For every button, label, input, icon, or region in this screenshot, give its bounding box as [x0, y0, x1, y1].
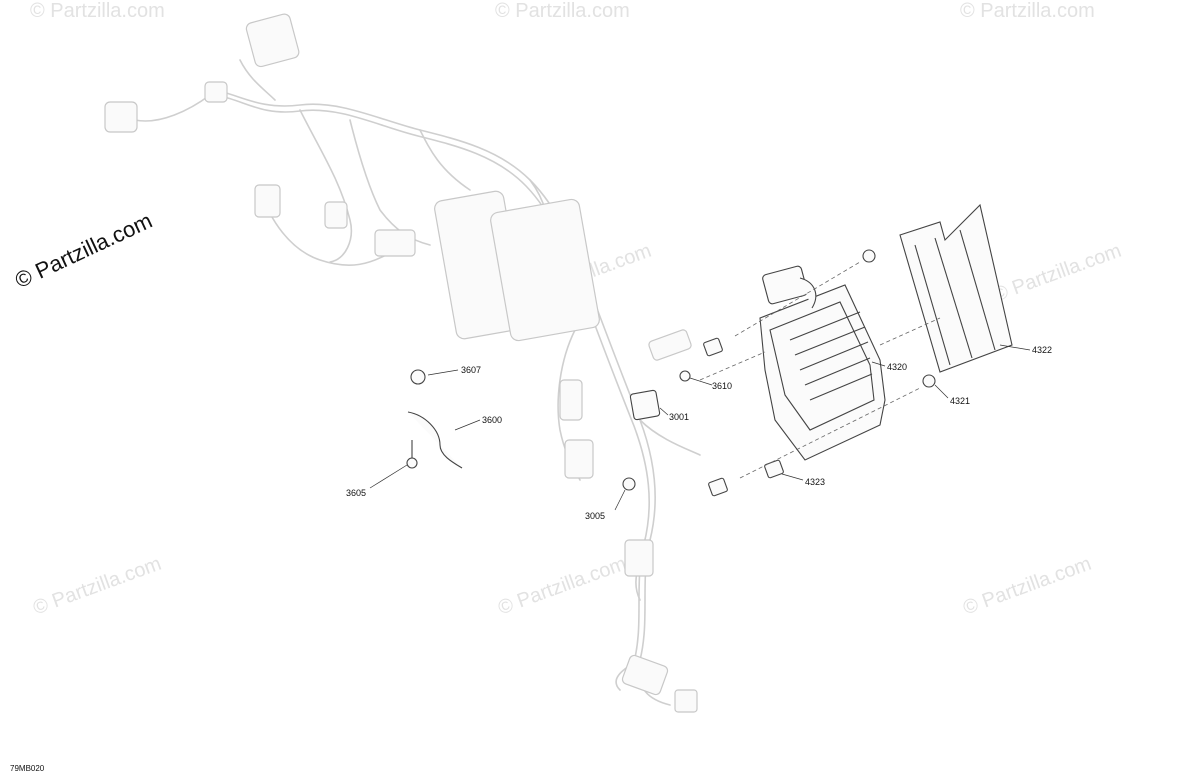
callout-3600: 3600 — [482, 415, 503, 425]
watermark: © Partzilla.com — [495, 0, 630, 22]
callout-3610: 3610 — [712, 381, 733, 391]
diagram-id: 79MB020 — [10, 764, 45, 773]
callout-4321: 4321 — [950, 396, 971, 406]
callout-3605: 3605 — [346, 488, 367, 498]
callout-3005: 3005 — [585, 511, 606, 521]
callout-4323: 4323 — [805, 477, 826, 487]
fasteners — [406, 249, 936, 497]
callout-4322: 4322 — [1032, 345, 1053, 355]
watermark: © Partzilla.com — [960, 0, 1095, 22]
watermark: © Partzilla.com — [30, 0, 165, 22]
voltage-regulator — [759, 284, 886, 461]
assembly-lines — [699, 261, 941, 479]
harness-connectors — [104, 13, 698, 713]
leader-lines — [369, 344, 1031, 511]
callout-3001: 3001 — [669, 412, 690, 422]
callout-3607: 3607 — [461, 365, 482, 375]
callout-4320: 4320 — [887, 362, 908, 372]
heat-shield — [899, 203, 1013, 373]
